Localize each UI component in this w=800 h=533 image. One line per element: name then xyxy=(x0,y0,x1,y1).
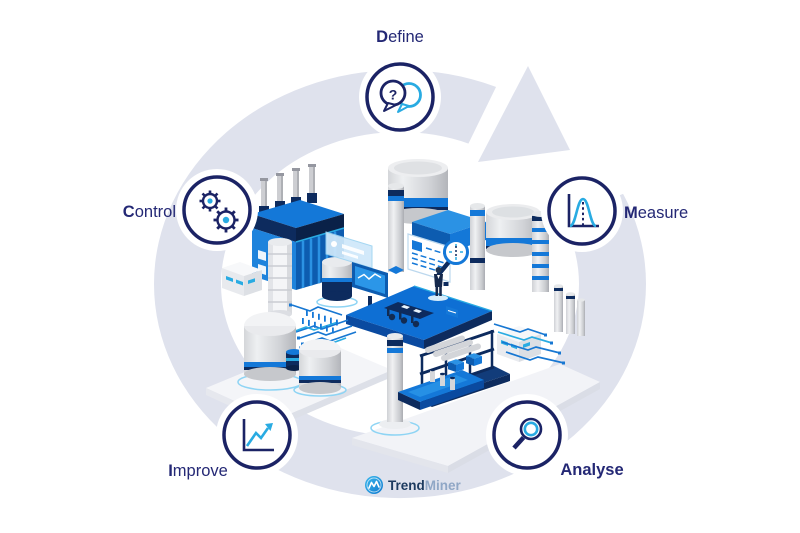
pipe-cluster xyxy=(554,284,585,336)
blue-cubes xyxy=(448,353,482,372)
chimney-bottom xyxy=(370,333,420,436)
stage-improve: Improve xyxy=(168,394,298,480)
pin-grid xyxy=(302,310,338,334)
stage-define: ? Define xyxy=(359,28,441,138)
trendminer-logo: TrendMiner xyxy=(365,476,462,494)
chimney-left xyxy=(388,183,404,274)
person-figure xyxy=(428,267,449,301)
rising-chart-icon xyxy=(242,419,274,452)
question-mark-glyph: ? xyxy=(389,87,398,103)
hmi-dashboard-panel xyxy=(325,231,373,269)
magnifying-glass-icon xyxy=(512,417,543,450)
trendminer-wordmark: TrendMiner xyxy=(388,478,462,493)
platform-monitor xyxy=(446,306,458,318)
gears-icon xyxy=(199,190,239,233)
stage-label-improve: Improve xyxy=(168,462,228,480)
speech-bubbles-icon: ? xyxy=(379,79,422,113)
blue-walkway xyxy=(398,368,484,410)
display-screen xyxy=(352,262,388,307)
distillation-tower xyxy=(268,238,292,318)
isometric-factory-illustration xyxy=(206,159,600,473)
bell-curve-icon xyxy=(567,194,599,228)
meeting-platform xyxy=(346,285,493,349)
stage-control: Control xyxy=(123,169,258,251)
circuit-traces-right xyxy=(493,323,565,365)
conference-table xyxy=(384,302,434,319)
small-building-left xyxy=(222,262,262,296)
process-tank xyxy=(316,257,358,308)
stage-label-define: Define xyxy=(376,28,424,46)
stage-analyse: Analyse xyxy=(486,394,624,479)
cycle-arrowhead xyxy=(478,66,570,162)
storage-tank-right xyxy=(486,204,540,257)
walkway-pipes xyxy=(430,368,455,390)
stage-label-control: Control xyxy=(123,203,176,221)
chimney-center xyxy=(470,203,485,290)
stage-label-analyse: Analyse xyxy=(560,461,623,479)
chairs xyxy=(387,308,420,328)
storage-tanks-bottom-left xyxy=(237,312,347,397)
stage-label-measure: Measure xyxy=(624,204,688,222)
stage-measure: Measure xyxy=(541,170,688,252)
navy-drum xyxy=(286,349,302,371)
